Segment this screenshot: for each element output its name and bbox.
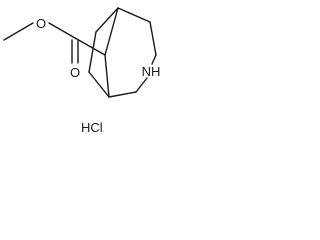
bond-bottombridgehead-to-ch2 xyxy=(88,71,110,98)
hydrochloride-label: HCl xyxy=(81,120,103,135)
bond-ch2-to-nitrogen xyxy=(151,54,157,65)
chemical-structure: O O NH HCl xyxy=(3,7,161,135)
bond-nitrogen-to-ch2 xyxy=(135,77,148,93)
bond-topbridgehead-to-bridgecarbon xyxy=(104,7,119,56)
bond-oxygen-carbonyl xyxy=(48,22,76,39)
carbonyl-oxygen-label: O xyxy=(70,65,80,80)
bond-topbridgehead-left xyxy=(95,7,119,33)
bond-bridgecarbon-to-bottombridgehead xyxy=(104,54,110,98)
ester-oxygen-label: O xyxy=(36,16,46,31)
bond-ch2-to-left xyxy=(88,31,97,73)
bond-methyl-oxygen xyxy=(3,22,34,41)
bond-topbridgehead-right xyxy=(117,7,151,23)
ring-nitrogen-label: NH xyxy=(142,64,161,79)
bond-carbonyl-bridgecarbon xyxy=(74,37,106,56)
bond-ch2-to-bottombridgehead xyxy=(108,91,137,98)
bond-right-to-ch2 xyxy=(149,21,157,56)
